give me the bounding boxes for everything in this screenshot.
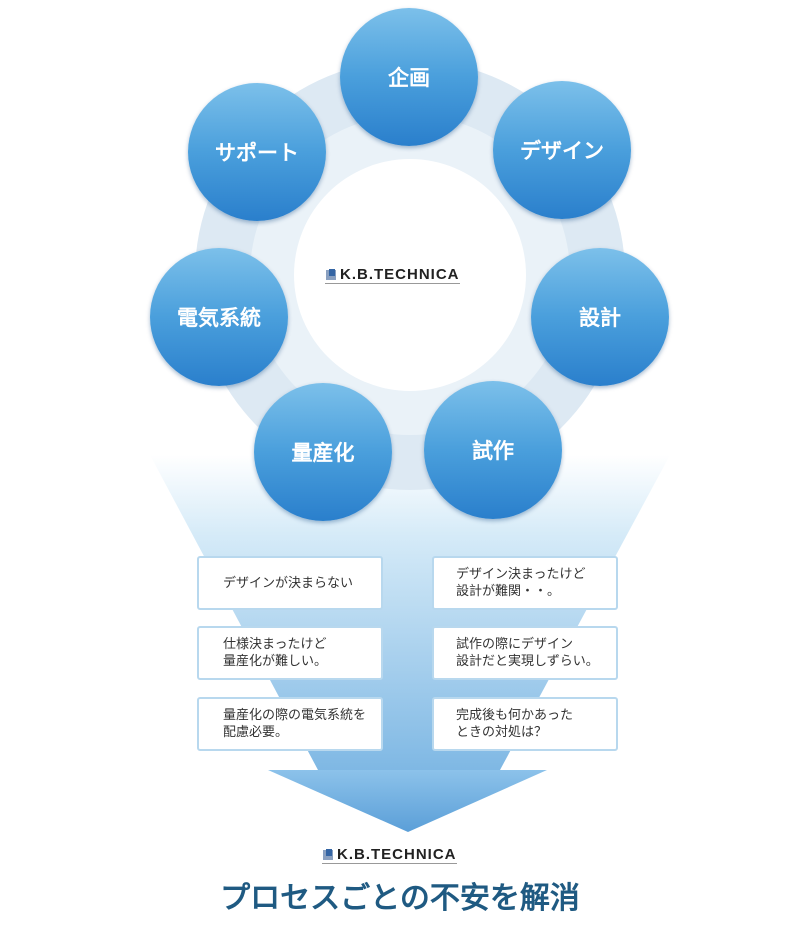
concern-box: 試作の際にデザイン 設計だと実現しずらい。 (432, 626, 618, 680)
logo-icon (323, 849, 333, 860)
inner-circle (294, 159, 526, 391)
process-step[interactable]: サポート (188, 83, 326, 221)
headline: プロセスごとの不安を解消 (220, 881, 580, 916)
process-step[interactable]: 量産化 (254, 383, 392, 521)
process-step[interactable]: 試作 (424, 381, 562, 519)
concern-box: 仕様決まったけど 量産化が難しい。 (197, 626, 383, 680)
process-step[interactable]: 企画 (340, 8, 478, 146)
concern-box: 完成後も何かあった ときの対処は？ (432, 697, 618, 751)
process-step[interactable]: 設計 (531, 248, 669, 386)
process-step[interactable]: デザイン (493, 81, 631, 219)
logo-icon (326, 269, 336, 280)
concern-box: 量産化の際の電気系統を 配慮必要。 (197, 697, 383, 751)
down-arrow (268, 770, 547, 832)
center-logo: K.B.TECHNICA (325, 266, 460, 284)
process-step[interactable]: 電気系統 (150, 248, 288, 386)
concern-box: デザインが決まらない (197, 556, 383, 610)
concern-box: デザイン決まったけど 設計が難関・・。 (432, 556, 618, 610)
funnel (150, 455, 670, 770)
bottom-logo: K.B.TECHNICA (322, 846, 457, 864)
